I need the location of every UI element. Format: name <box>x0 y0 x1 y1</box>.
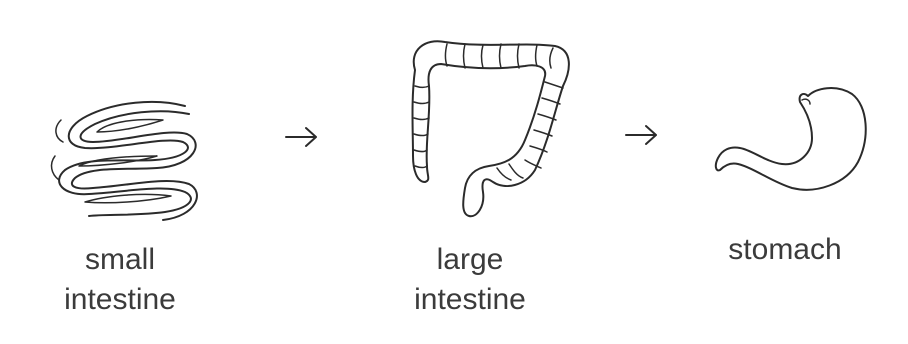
large-intestine-label-line1: large <box>385 240 555 280</box>
arrow-icon <box>282 122 322 152</box>
arrow-icon <box>622 120 662 150</box>
small-intestine-label-line1: small <box>40 240 200 280</box>
large-intestine-icon <box>385 30 580 225</box>
large-intestine-label-line2: intestine <box>385 280 555 320</box>
small-intestine-label: small intestine <box>40 240 200 320</box>
stomach-label: stomach <box>700 230 870 270</box>
small-intestine-icon <box>45 92 205 220</box>
small-intestine-label-line2: intestine <box>40 280 200 320</box>
stomach-label-line1: stomach <box>700 230 870 270</box>
stomach-icon <box>712 80 872 200</box>
large-intestine-label: large intestine <box>385 240 555 320</box>
